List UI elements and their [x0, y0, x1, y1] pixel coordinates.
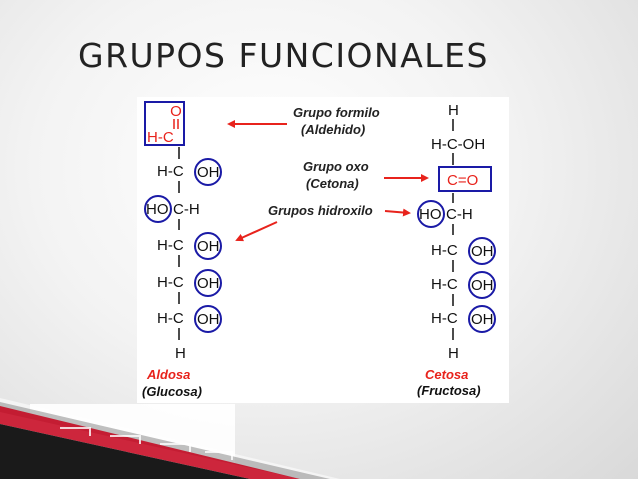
- aldose-example: (Glucosa): [142, 384, 202, 399]
- ketose-c5-oh: OH: [471, 277, 494, 294]
- ketose-c6-oh-circle: [468, 305, 496, 333]
- ketose-example: (Fructosa): [417, 383, 481, 398]
- formyl-group-box: [144, 101, 185, 146]
- aldose-c6-oh: OH: [197, 311, 220, 328]
- aldose-c4-oh-circle: [194, 232, 222, 260]
- aldose-c3-ho-circle: [144, 195, 172, 223]
- aldose-name: Aldosa: [146, 367, 190, 382]
- aldose-c6-hc: H-C: [157, 310, 184, 327]
- aldose-c6-oh-circle: [194, 305, 222, 333]
- ketone-label: (Cetona): [306, 176, 359, 191]
- slide-title: GRUPOS FUNCIONALES: [78, 36, 489, 75]
- aldose-c4-oh: OH: [197, 238, 220, 255]
- aldose-hc-formyl: H-C: [147, 129, 174, 146]
- aldose-structure: O H-C H-C OH HO C-H H-C OH H-C OH H-C OH: [142, 101, 222, 399]
- aldehyde-label: (Aldehido): [301, 122, 365, 137]
- ketose-c3-ho: HO: [419, 206, 442, 223]
- aldose-c5-oh-circle: [194, 269, 222, 297]
- aldose-o: O: [170, 103, 182, 120]
- aldose-c2-oh-circle: [194, 158, 222, 186]
- group-labels: Grupo formilo (Aldehido) Grupo oxo (Ceto…: [227, 105, 429, 242]
- ketose-c4-oh-circle: [468, 237, 496, 265]
- ketose-c6-oh: OH: [471, 311, 494, 328]
- ketose-c3-ho-circle: [417, 200, 445, 228]
- ketose-c3-ch: C-H: [446, 206, 473, 223]
- aldose-c5-hc: H-C: [157, 274, 184, 291]
- figure-svg: O H-C H-C OH HO C-H H-C OH H-C OH H-C OH: [142, 101, 496, 399]
- aldose-c3-ch: C-H: [173, 201, 200, 218]
- formyl-label: Grupo formilo: [293, 105, 380, 120]
- ketose-name: Cetosa: [425, 367, 468, 382]
- sugar-functional-groups-figure: O H-C H-C OH HO C-H H-C OH H-C OH H-C OH: [137, 97, 509, 403]
- ketose-c4-hc: H-C: [431, 242, 458, 259]
- hydroxyl-label: Grupos hidroxilo: [268, 203, 373, 218]
- hydroxyl-arrow-left: [235, 221, 278, 242]
- slide-corner-decoration: [0, 398, 340, 479]
- ketose-top-h: H: [448, 102, 459, 119]
- ketose-structure: H H-C-OH C=O HO C-H H-C OH H-C OH H-C OH…: [417, 102, 496, 398]
- ketose-c1: H-C-OH: [431, 136, 485, 153]
- aldose-c2-hc: H-C: [157, 163, 184, 180]
- ketose-c4-oh: OH: [471, 243, 494, 260]
- oxo-label: Grupo oxo: [303, 159, 369, 174]
- ketose-c6-hc: H-C: [431, 310, 458, 327]
- aldose-bottom-h: H: [175, 345, 186, 362]
- aldose-c2-oh: OH: [197, 164, 220, 181]
- oxo-group-box: [438, 166, 492, 192]
- aldose-c4-hc: H-C: [157, 237, 184, 254]
- ketose-c5-oh-circle: [468, 271, 496, 299]
- ketose-bottom-h: H: [448, 345, 459, 362]
- aldose-c3-ho: HO: [146, 201, 169, 218]
- ketose-c5-hc: H-C: [431, 276, 458, 293]
- hydroxyl-arrow-right: [384, 208, 411, 217]
- ketose-keto: C=O: [447, 172, 478, 189]
- aldose-c5-oh: OH: [197, 275, 220, 292]
